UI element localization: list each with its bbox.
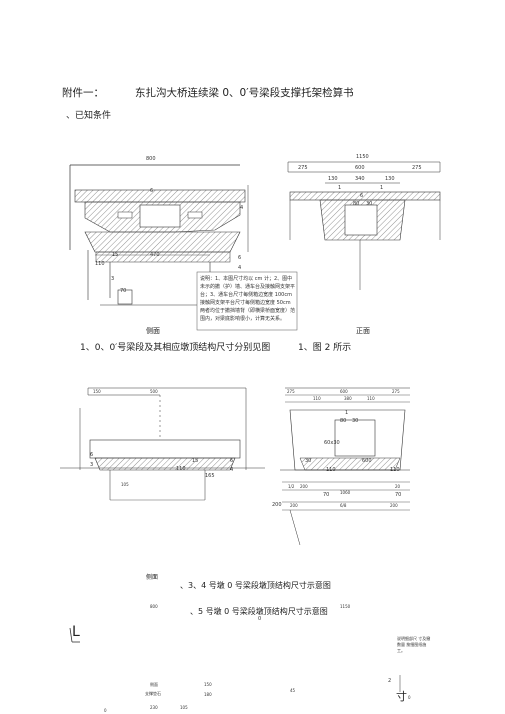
- fig1-side-view: [69, 164, 249, 306]
- fig3-num-150: 150: [204, 682, 212, 687]
- fig3-dim-1150: 1150: [340, 604, 351, 609]
- fig2-dim-15: 15: [192, 458, 199, 464]
- fig2-dim-30: 30: [352, 418, 359, 424]
- document-title: 东扎沟大桥连续梁 0、0′号梁段支撑托架检算书: [135, 87, 354, 99]
- fig2-dim-70a: 70: [323, 492, 330, 498]
- fig1-dim-800: 800: [146, 156, 156, 162]
- fig2-dim-half-a: 1/2: [288, 484, 295, 489]
- fig1-dim-6b: 6: [238, 255, 242, 261]
- fig2-dim-110d: 110: [390, 467, 400, 473]
- fig1-dim-275a: 275: [298, 165, 308, 171]
- fig1-front-view: [287, 161, 441, 290]
- fig2-dim-110: 110: [176, 466, 186, 472]
- fig1-dim-1150: 1150: [356, 154, 369, 160]
- fig3-support-label: 支撑垫石: [145, 691, 161, 696]
- fig1-dim-340: 340: [355, 176, 365, 182]
- fig3-num-230: 230: [150, 705, 158, 710]
- fig2-dim-600: 600: [340, 389, 348, 394]
- fig1-front-label: 正面: [356, 327, 370, 335]
- fig3-num-45: 45: [290, 688, 296, 693]
- section-heading: 、已知条件: [66, 111, 112, 121]
- annex-label: 附件一：: [62, 87, 104, 99]
- fig2-dim-30b: 30: [305, 458, 312, 464]
- fig2-side-view: [60, 387, 265, 501]
- fig3-side-label: 侧面: [150, 682, 158, 687]
- fig2-dim-275b: 275: [392, 389, 400, 394]
- fig3-num-0a: 0: [408, 695, 411, 700]
- fig2-dim-6-8: 6/8: [340, 503, 347, 508]
- fig2-dim-275a: 275: [287, 389, 295, 394]
- fig1-side-label: 侧面: [146, 327, 160, 335]
- fig2-dim-380: 380: [344, 396, 352, 401]
- fig1-dim-70: 70: [120, 288, 127, 294]
- fig1-dim-130a: 130: [328, 176, 338, 182]
- fig1-dim-600: 600: [355, 165, 365, 171]
- fig2-dim-20: 200: [272, 502, 282, 508]
- fig3-dim-800: 800: [150, 604, 158, 609]
- fig3-note: 说明细部尺 寸及撤数量 按细图纸施 工。: [397, 636, 431, 653]
- fig1-dim-110: 110: [95, 261, 105, 267]
- fig2-dim-105: 105: [121, 482, 129, 487]
- fig1-dim-4b: 4: [238, 265, 242, 271]
- fig1-mark-1a: 1: [338, 185, 342, 191]
- fig2-caption-top: 、3、4 号墩 0 号梁段墩顶结构尺寸示意图: [180, 581, 331, 590]
- fig2-dim-60x30: 60x30: [324, 440, 340, 446]
- fig2-dim-1060: 1060: [340, 490, 351, 495]
- fig2-caption-bottom: 、5 号墩 0 号梁段墩顶结构尺寸示意图: [190, 607, 328, 616]
- fig2-front-view: [280, 387, 410, 546]
- fig2-dim-200c: 200: [390, 503, 398, 508]
- fig3-num-180: 180: [204, 692, 212, 697]
- fig2-dim-110b: 110: [367, 396, 375, 401]
- fig1-dim-15: 15: [112, 252, 119, 258]
- fig2-dim-6: 6: [90, 452, 94, 458]
- fig3-num-0b: 0: [104, 708, 107, 713]
- fig1-note: 说明：1、本图尺寸均以 cm 计；2、图中未示的撤（护）墙、通车台及接触网支架平…: [200, 276, 296, 322]
- fig2-dim-70b: 70: [395, 492, 402, 498]
- fig2-dim-3: 3: [90, 462, 94, 468]
- fig1-dim-3: 3: [111, 276, 115, 282]
- fig1-dim-6: 6: [150, 188, 154, 194]
- fig1-dim-6-front: 6: [360, 193, 364, 199]
- fig3-num-2: 2: [388, 678, 392, 684]
- fig1-dim-30: 30: [366, 201, 373, 207]
- fig1-mark-1b: 1: [380, 185, 384, 191]
- fig2-dim-500: 500: [150, 389, 158, 394]
- fig2-dim-600b: 600: [362, 458, 372, 464]
- fig3-char: 寸: [396, 690, 407, 703]
- fig1-dim-130b: 130: [385, 176, 395, 182]
- fig2-dim-200a: 200: [300, 484, 308, 489]
- fig2-dim-half-b: 20: [395, 484, 401, 489]
- fig2-dim-165: 165: [205, 473, 215, 479]
- fig2-dim-110a: 110: [313, 396, 321, 401]
- fig2-dim-200b: 200: [290, 503, 298, 508]
- fig3-drawing: [69, 627, 401, 692]
- fig1-caption-right: 1、图 2 所示: [298, 343, 352, 353]
- fig2-mark-1: 1: [345, 410, 349, 416]
- fig1-dim-80: 80: [353, 201, 360, 207]
- fig1-dim-470: 470: [150, 252, 160, 258]
- fig1-dim-275b: 275: [412, 165, 422, 171]
- fig3-corner-mark: L: [72, 624, 80, 640]
- fig2-side-label: 侧面: [146, 574, 159, 581]
- fig2-dim-80: 80: [340, 418, 347, 424]
- fig2-dim-6b: 6: [230, 458, 234, 464]
- fig2-dim-4: 4: [230, 467, 234, 473]
- fig2-bottom-num: 0: [258, 616, 262, 622]
- fig3-num-105: 105: [180, 705, 188, 710]
- fig2-dim-110c: 110: [326, 467, 336, 473]
- fig1-caption: 1、0、0′号梁段及其相应墩顶结构尺寸分别见图: [80, 343, 271, 353]
- fig2-dim-150: 150: [93, 389, 101, 394]
- fig1-dim-4: 4: [240, 205, 244, 211]
